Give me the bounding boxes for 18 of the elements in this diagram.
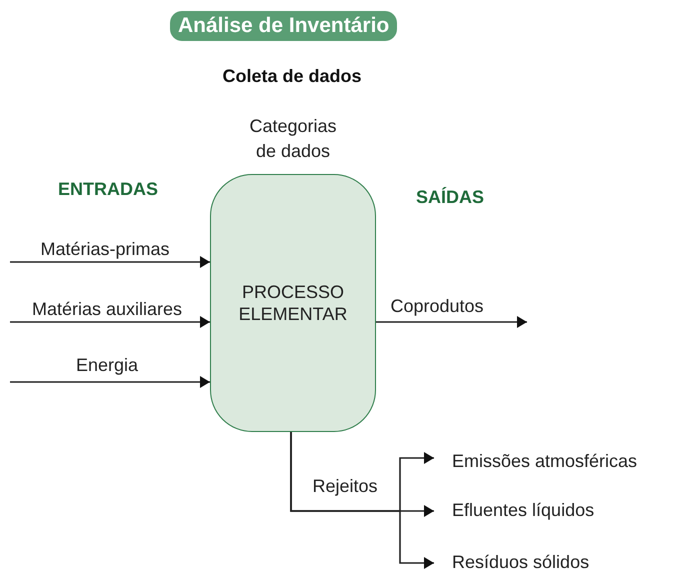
title-badge: Análise de Inventário <box>170 11 398 41</box>
process-box: PROCESSO ELEMENTAR <box>210 174 376 432</box>
group-heading: ENTRADAS <box>58 179 158 200</box>
arrow <box>10 316 210 328</box>
output-label: Emissões atmosféricas <box>452 450 672 476</box>
arrow <box>10 256 210 268</box>
edge-label: Coprodutos <box>390 296 484 316</box>
node-caption: Categorias de dados <box>248 115 338 163</box>
group-heading: SAÍDAS <box>416 187 484 208</box>
edge-label: Matérias-primas <box>40 239 170 259</box>
section-heading: Coleta de dados <box>222 66 362 87</box>
arrow <box>290 432 434 569</box>
arrow <box>10 376 210 388</box>
output-label: Efluentes líquidos <box>452 499 672 525</box>
edge-label: Rejeitos <box>312 476 378 496</box>
edge-label: Energia <box>76 355 138 375</box>
arrow <box>376 316 527 328</box>
output-label: Resíduos sólidos <box>452 551 672 572</box>
